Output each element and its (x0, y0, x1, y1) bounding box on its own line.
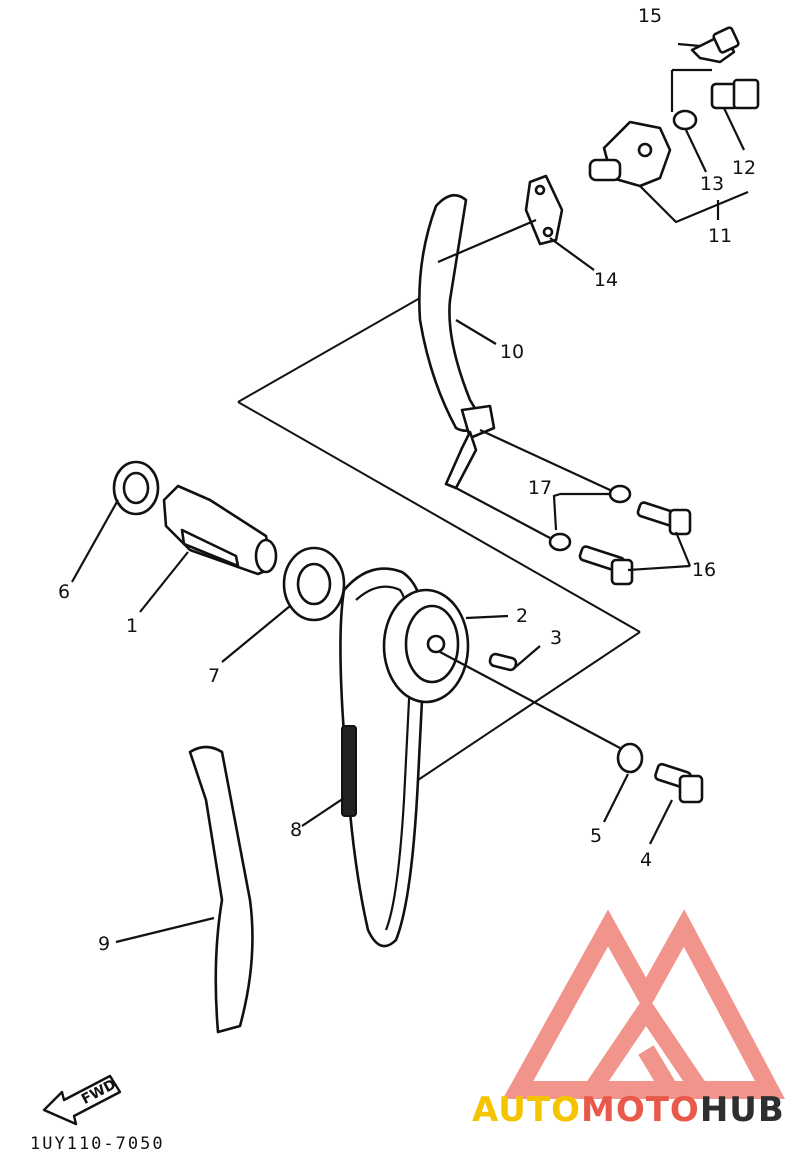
guide-bolt (636, 501, 692, 536)
chain-guide (188, 745, 254, 1034)
automotohub-logo-icon (502, 909, 785, 1099)
camshaft (162, 484, 278, 576)
callout-15: 15 (638, 5, 662, 27)
callout-14: 14 (594, 269, 618, 291)
tensioner-cap-bolt (710, 78, 760, 110)
callout-8: 8 (290, 819, 302, 841)
callout-leaders (71, 42, 749, 944)
tensioner-gasket (524, 174, 564, 246)
sprocket-washer (616, 742, 644, 774)
callout-11: 11 (708, 225, 732, 247)
tensioner-washer (672, 109, 698, 131)
callout-13: 13 (700, 173, 724, 195)
cam-sprocket (382, 588, 470, 704)
callout-3: 3 (550, 627, 562, 649)
brand-moto: MOTO (580, 1090, 700, 1130)
guide-bolt (578, 545, 634, 586)
drawing-code: 1UY110-7050 (30, 1134, 165, 1154)
callout-9: 9 (98, 933, 110, 955)
sprocket-bolt (654, 762, 704, 804)
guide-washer (548, 532, 572, 552)
tensioner-bolt (690, 26, 740, 64)
camshaft-bearing-right (282, 546, 346, 622)
guide-washer (608, 484, 632, 504)
callout-17: 17 (528, 477, 552, 499)
dowel-pin (488, 652, 518, 672)
callout-10: 10 (500, 341, 524, 363)
callout-6: 6 (58, 581, 70, 603)
watermark-brand: AUTOMOTOHUB (472, 1090, 785, 1130)
callout-5: 5 (590, 825, 602, 847)
callout-7: 7 (208, 665, 220, 687)
assembly-reference-lines (237, 297, 641, 781)
callout-12: 12 (732, 157, 756, 179)
cam-chain-tensioner (588, 120, 672, 188)
callout-16: 16 (692, 559, 716, 581)
callout-1: 1 (126, 615, 138, 637)
callout-4: 4 (640, 849, 652, 871)
callout-2: 2 (516, 605, 528, 627)
forward-arrow-icon: FWD (42, 1074, 122, 1126)
brand-auto: AUTO (472, 1090, 581, 1130)
camshaft-bearing-left (112, 460, 160, 516)
tensioner-guide (418, 193, 496, 490)
brand-hub: HUB (699, 1090, 785, 1130)
